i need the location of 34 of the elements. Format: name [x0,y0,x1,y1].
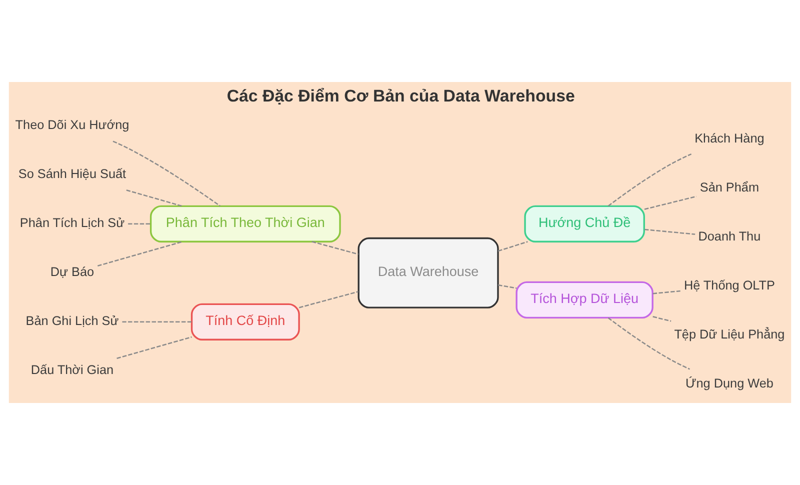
node-box: Hướng Chủ Đề [524,205,645,242]
connector [97,241,182,266]
connector [644,228,696,235]
node-text: Phân Tích Lịch Sử [20,216,125,230]
connector [128,223,151,225]
connector [608,153,692,207]
node-box: Data Warehouse [358,237,499,308]
node-text: Theo Dõi Xu Hướng [15,118,130,132]
node-text: Bản Ghi Lịch Sử [26,314,119,328]
node-box: Phân Tích Theo Thời Gian [150,205,341,242]
diagram-title: Các Đặc Điểm Cơ Bản của Data Warehouse [226,86,575,106]
connector [608,317,690,370]
connector [112,140,221,207]
connector [126,190,182,207]
node-text: So Sánh Hiệu Suất [18,166,126,181]
connector [122,321,192,323]
connector [299,291,358,308]
node-text: Khách Hàng [694,131,764,146]
node-box: Tích Hợp Dữ Liệu [516,281,654,319]
connector [116,336,192,360]
node-text: Sản Phẩm [700,180,759,194]
node-box: Tính Cố Định [190,303,300,340]
connector [312,241,359,255]
node-text: Hệ Thống OLTP [684,278,775,292]
connector [644,196,696,210]
node-text: Ứng Dụng Web [685,376,774,390]
connector [652,290,680,294]
node-text: Tệp Dữ Liệu Phẳng [674,327,785,342]
node-text: Dấu Thời Gian [30,362,114,377]
node-text: Doanh Thu [698,229,761,244]
connector [498,241,528,252]
connector [652,316,672,322]
connector [498,284,517,289]
node-text: Dự Báo [50,264,94,279]
